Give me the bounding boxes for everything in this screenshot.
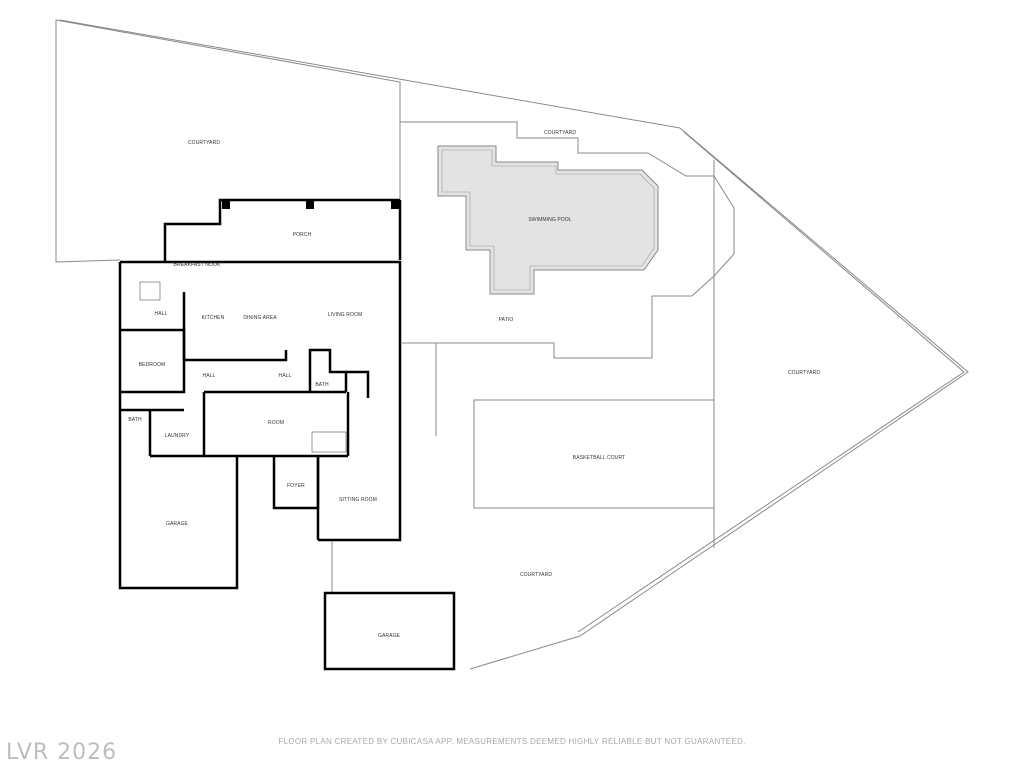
- label-laundry: LAUNDRY: [165, 433, 190, 439]
- basketball-court-outline: [473, 399, 715, 509]
- stair-west: [139, 281, 161, 301]
- closet-walls: [346, 370, 370, 398]
- label-breakfast-nook: BREAKFAST NOOK: [174, 262, 221, 268]
- bedroom-walls: [120, 328, 186, 394]
- courtyard-nw-outline: [55, 19, 401, 263]
- house-west: [118, 262, 239, 590]
- label-garage-detached: GARAGE: [378, 633, 401, 639]
- bath-walls: [308, 348, 348, 392]
- pool-inner: [441, 149, 655, 291]
- label-room: ROOM: [268, 420, 284, 426]
- property-boundary-inner: [577, 131, 965, 633]
- site-outlines: [55, 19, 969, 670]
- label-patio: PATIO: [499, 317, 514, 323]
- label-hall-s2: HALL: [279, 373, 292, 379]
- label-foyer: FOYER: [287, 483, 305, 489]
- label-courtyard-nw: COURTYARD: [188, 140, 220, 146]
- label-porch: PORCH: [293, 232, 312, 238]
- room-labels: COURTYARD COURTYARD COURTYARD COURTYARD …: [128, 130, 820, 639]
- column: [391, 200, 400, 209]
- pool-shape: [437, 145, 659, 295]
- foyer-walls: [272, 456, 320, 510]
- garage-detached-walls: [323, 591, 456, 671]
- label-garage-main: GARAGE: [166, 521, 189, 527]
- label-bath-e: BATH: [315, 382, 329, 388]
- column: [306, 200, 314, 209]
- footer-disclaimer: FLOOR PLAN CREATED BY CUBICASA APP. MEAS…: [278, 737, 746, 746]
- stair-east: [311, 431, 347, 453]
- label-basketball-court: BASKETBALL COURT: [573, 455, 625, 461]
- house-outer: [120, 260, 402, 542]
- label-sitting-room: SITTING ROOM: [339, 497, 377, 503]
- label-dining-area: DINING AREA: [243, 315, 277, 321]
- label-hall-s1: HALL: [203, 373, 216, 379]
- label-hall-w: HALL: [155, 311, 168, 317]
- courtyard-nw-edge: [59, 19, 681, 129]
- porch-columns: [222, 200, 400, 209]
- walls: [118, 198, 456, 671]
- label-living-room: LIVING ROOM: [328, 312, 362, 318]
- swimming-pool: [437, 145, 659, 295]
- label-courtyard-n: COURTYARD: [544, 130, 576, 136]
- property-boundary: [469, 127, 969, 670]
- label-swimming-pool: SWIMMING POOL: [528, 217, 571, 223]
- label-kitchen: KITCHEN: [202, 315, 225, 321]
- label-bath-w: BATH: [128, 417, 142, 423]
- column: [222, 200, 230, 209]
- label-courtyard-s: COURTYARD: [520, 572, 552, 578]
- hall-walls: [184, 350, 288, 362]
- patio-outline: [400, 121, 735, 359]
- porch-walls: [163, 198, 400, 262]
- watermark: LVR 2026: [6, 740, 118, 765]
- stairs: [139, 281, 347, 453]
- label-bedroom: BEDROOM: [139, 362, 166, 368]
- label-courtyard-e: COURTYARD: [788, 370, 820, 376]
